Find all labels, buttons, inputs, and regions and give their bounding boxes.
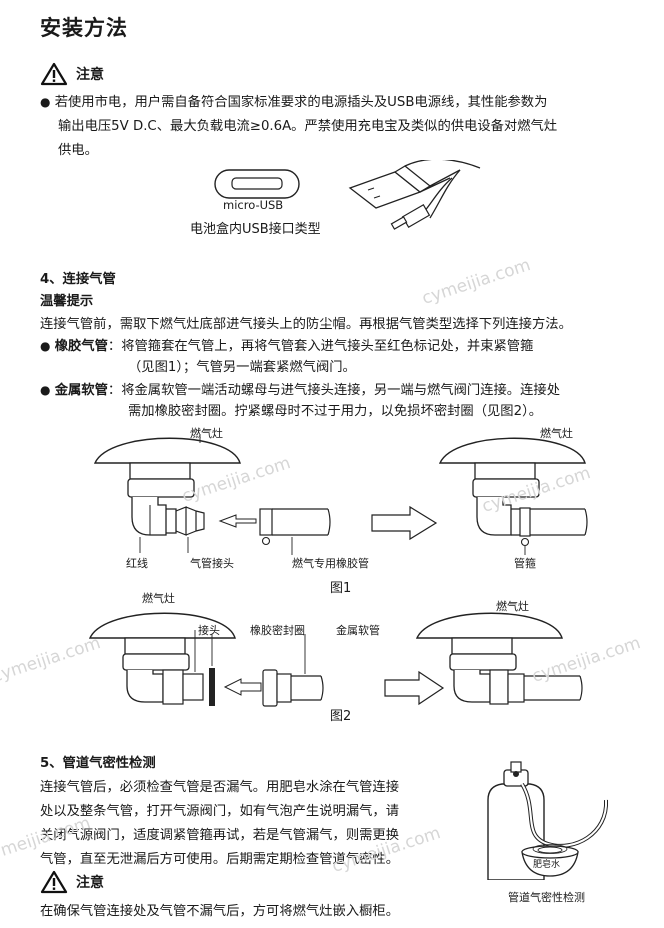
leak-test-caption: 管道气密性检测 xyxy=(508,891,585,904)
arrow-right-icon xyxy=(371,505,438,541)
section-5-line: 处以及整条气管，打开气源阀门，如有气泡产生说明漏气，请 xyxy=(40,804,400,819)
metal-hose-text-2: 需加橡胶密封圈。拧紧螺母时不过于用力，以免损坏密封圈（见图2）。 xyxy=(128,404,543,419)
rubber-hose-text: 将管箍套在气管上，再将气管套入进气接头至红色标记处，并束紧管箍 xyxy=(121,339,534,354)
usb-caption: 电池盒内USB接口类型 xyxy=(190,222,321,237)
figure-1-stove-label-2: 燃气灶 xyxy=(540,427,573,440)
section-5-line: 关闭气源阀门，适度调紧管箍再试，若是气管漏气，则需更换 xyxy=(40,828,400,843)
section-heading-5: 5、管道气密性检测 xyxy=(40,756,156,771)
metal-hose-label: 金属软管 xyxy=(54,383,108,398)
metal-hose-text: 将金属软管一端活动螺母与进气接头连接，另一端与燃气阀门连接。连接处 xyxy=(121,383,560,398)
figure-1-caption: 图1 xyxy=(330,581,352,596)
figure-2-stove-label-2: 燃气灶 xyxy=(496,600,529,613)
notice-2-text: 在确保气管连接处及气管不漏气后，方可将燃气灶嵌入橱柜。 xyxy=(40,904,400,919)
arrow-right-icon xyxy=(384,670,445,706)
hose-label: 燃气专用橡胶管 xyxy=(292,557,369,570)
notice-header-2: 注意 xyxy=(40,870,104,894)
colon: ： xyxy=(107,339,122,354)
notice-label-2: 注意 xyxy=(76,875,104,891)
rubber-hose-illustration xyxy=(259,508,331,546)
notice-line: 若使用市电，用户需自备符合国家标准要求的电源插头及USB电源线，其性能参数为 xyxy=(54,95,548,110)
figure-1-stove-label: 燃气灶 xyxy=(190,427,223,440)
notice-line: 输出电压5V D.C、最大负载电流≥0.6A。严禁使用充电宝及类似的供电设备对燃… xyxy=(58,119,558,134)
leak-test-illustration xyxy=(487,761,609,880)
seal-label: 橡胶密封圈 xyxy=(250,624,305,637)
micro-usb-port xyxy=(214,169,300,199)
soap-bowl-icon xyxy=(521,844,579,877)
bullet: ● xyxy=(40,383,51,397)
section-heading: 4、连接气管 xyxy=(40,272,116,287)
micro-usb-label: micro-USB xyxy=(223,198,284,212)
page-title: 安装方法 xyxy=(40,16,128,40)
stove-2-illustration xyxy=(438,437,588,547)
figure-2-stove-label: 燃气灶 xyxy=(142,592,175,605)
colon: ： xyxy=(107,383,122,398)
usb-cable-icon xyxy=(348,160,481,230)
tip-heading: 温馨提示 xyxy=(40,294,94,309)
figure-2-diagram xyxy=(88,612,583,707)
bullet: ● xyxy=(40,339,51,353)
bullet: ● xyxy=(40,95,51,109)
metal-hose-illustration xyxy=(262,669,324,707)
warning-icon xyxy=(40,870,68,894)
notice-header: 注意 xyxy=(40,62,104,86)
usb-figure xyxy=(214,160,481,230)
stove-4-illustration xyxy=(415,612,583,705)
notice-body: ● 若使用市电，用户需自备符合国家标准要求的电源插头及USB电源线，其性能参数为… xyxy=(40,90,557,163)
watermark: cymeijia.com xyxy=(419,255,534,309)
warning-icon xyxy=(40,62,68,86)
section-intro: 连接气管前，需取下燃气灶底部进气接头上的防尘帽。再根据气管类型选择下列连接方法。 xyxy=(40,317,572,332)
figure-2-caption: 图2 xyxy=(330,709,352,724)
figure-1-diagram xyxy=(93,435,588,555)
section-5-line: 气管，直至无泄漏后方可使用。后期需定期检查管道气密性。 xyxy=(40,852,400,867)
stove-3-illustration xyxy=(88,612,236,706)
metal-hose-label: 金属软管 xyxy=(336,624,380,637)
soap-label: 肥皂水 xyxy=(533,860,561,870)
rubber-hose-item: ● 橡胶气管：将管箍套在气管上，再将气管套入进气接头至红色标记处，并束紧管箍 xyxy=(40,334,533,359)
joint-label: 接头 xyxy=(198,624,220,637)
rubber-hose-label: 橡胶气管 xyxy=(54,339,108,354)
clamp-label: 管箍 xyxy=(514,557,536,570)
stove-1-illustration xyxy=(93,437,241,536)
notice-label: 注意 xyxy=(76,67,104,83)
section-5-body: 连接气管后，必须检查气管是否漏气。用肥皂水涂在气管连接 处以及整条气管，打开气源… xyxy=(40,776,399,872)
section-5-line: 连接气管后，必须检查气管是否漏气。用肥皂水涂在气管连接 xyxy=(40,780,400,795)
red-line-label: 红线 xyxy=(126,557,148,570)
notice-line: 供电。 xyxy=(58,143,98,158)
rubber-hose-text-2: （见图1）；气管另一端套紧燃气阀门。 xyxy=(128,360,356,375)
metal-hose-item: ● 金属软管：将金属软管一端活动螺母与进气接头连接，另一端与燃气阀门连接。连接处 xyxy=(40,378,560,403)
inlet-label: 气管接头 xyxy=(190,557,234,570)
